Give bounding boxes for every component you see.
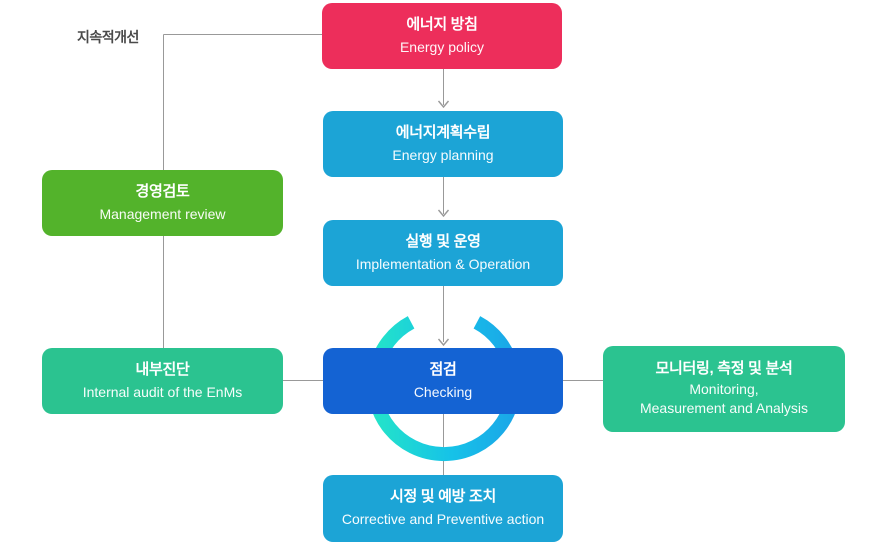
node-title-en-line1: Monitoring,	[689, 380, 759, 397]
node-internal-audit: 내부진단 Internal audit of the EnMs	[42, 348, 283, 414]
node-energy-policy: 에너지 방침 Energy policy	[322, 3, 562, 69]
connector-lines	[163, 34, 603, 475]
node-title-en: Checking	[413, 383, 473, 400]
node-title-ko: 내부진단	[135, 360, 190, 378]
node-title-ko: 경영검토	[135, 182, 190, 200]
node-implementation-operation: 실행 및 운영 Implementation & Operation	[323, 220, 563, 286]
node-title-en: Management review	[99, 205, 226, 222]
node-title-en: Implementation & Operation	[355, 255, 531, 272]
arrowheads	[437, 100, 450, 347]
arrow-down-icon	[437, 100, 450, 109]
node-title-en: Energy planning	[392, 146, 494, 163]
node-checking: 점검 Checking	[323, 348, 563, 414]
node-monitoring-measurement-analysis: 모니터링, 측정 및 분석 Monitoring, Measurement an…	[603, 346, 845, 432]
node-title-ko: 모니터링, 측정 및 분석	[655, 360, 793, 378]
node-energy-planning: 에너지계획수립 Energy planning	[323, 111, 563, 177]
arrow-down-icon	[437, 338, 450, 347]
node-title-en: Corrective and Preventive action	[341, 511, 545, 528]
node-corrective-preventive-action: 시정 및 예방 조치 Corrective and Preventive act…	[323, 475, 563, 542]
node-title-ko: 에너지계획수립	[395, 123, 491, 141]
node-title-ko: 점검	[429, 360, 457, 378]
node-title-ko: 실행 및 운영	[405, 232, 481, 250]
node-title-ko: 시정 및 예방 조치	[389, 488, 497, 506]
arrow-down-icon	[437, 209, 450, 218]
node-title-en: Internal audit of the EnMs	[82, 383, 243, 400]
node-title-ko: 에너지 방침	[406, 15, 478, 33]
continuous-improvement-label: 지속적개선	[77, 29, 139, 45]
node-title-en: Energy policy	[399, 38, 485, 55]
node-title-en-line2: Measurement and Analysis	[639, 400, 809, 417]
node-management-review: 경영검토 Management review	[42, 170, 283, 236]
